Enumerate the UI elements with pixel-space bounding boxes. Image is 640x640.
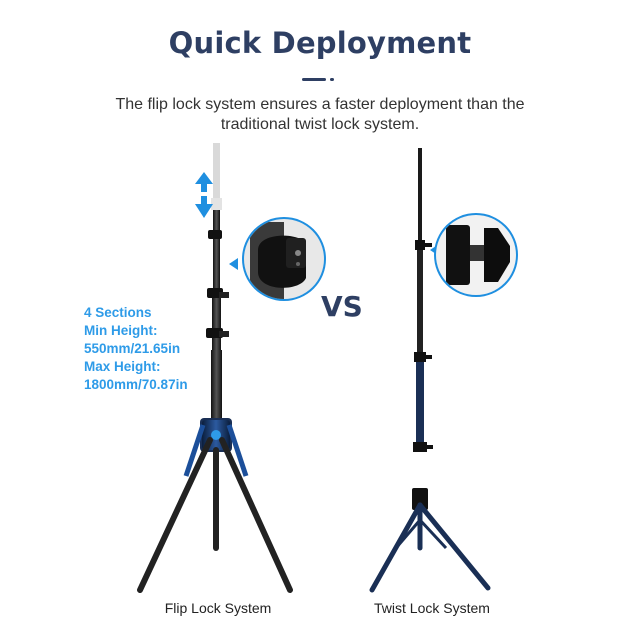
- subtitle: The flip lock system ensures a faster de…: [115, 96, 525, 133]
- page-title: Quick Deployment: [168, 26, 472, 60]
- max-height-value: 1800mm/70.87in: [84, 377, 188, 392]
- specs-block: 4 Sections Min Height: 550mm/21.65in Max…: [84, 304, 234, 394]
- flip-lock-caption: Flip Lock System: [164, 600, 272, 616]
- vs-label: VS: [321, 290, 363, 323]
- min-height-label: Min Height:: [84, 323, 158, 338]
- twist-lock-stand: [369, 148, 491, 593]
- max-height-label: Max Height:: [84, 359, 161, 374]
- twist-lock-detail: [436, 215, 516, 295]
- title-underline: [302, 78, 326, 81]
- title-underline-dot: [330, 78, 334, 81]
- flip-lock-detail: [244, 219, 324, 299]
- extended-pole-ghost: [213, 143, 220, 203]
- twist-lock-caption: Twist Lock System: [374, 600, 490, 616]
- sections-count: 4 Sections: [84, 305, 152, 320]
- min-height-value: 550mm/21.65in: [84, 341, 181, 356]
- up-down-arrow-icon: [195, 172, 213, 218]
